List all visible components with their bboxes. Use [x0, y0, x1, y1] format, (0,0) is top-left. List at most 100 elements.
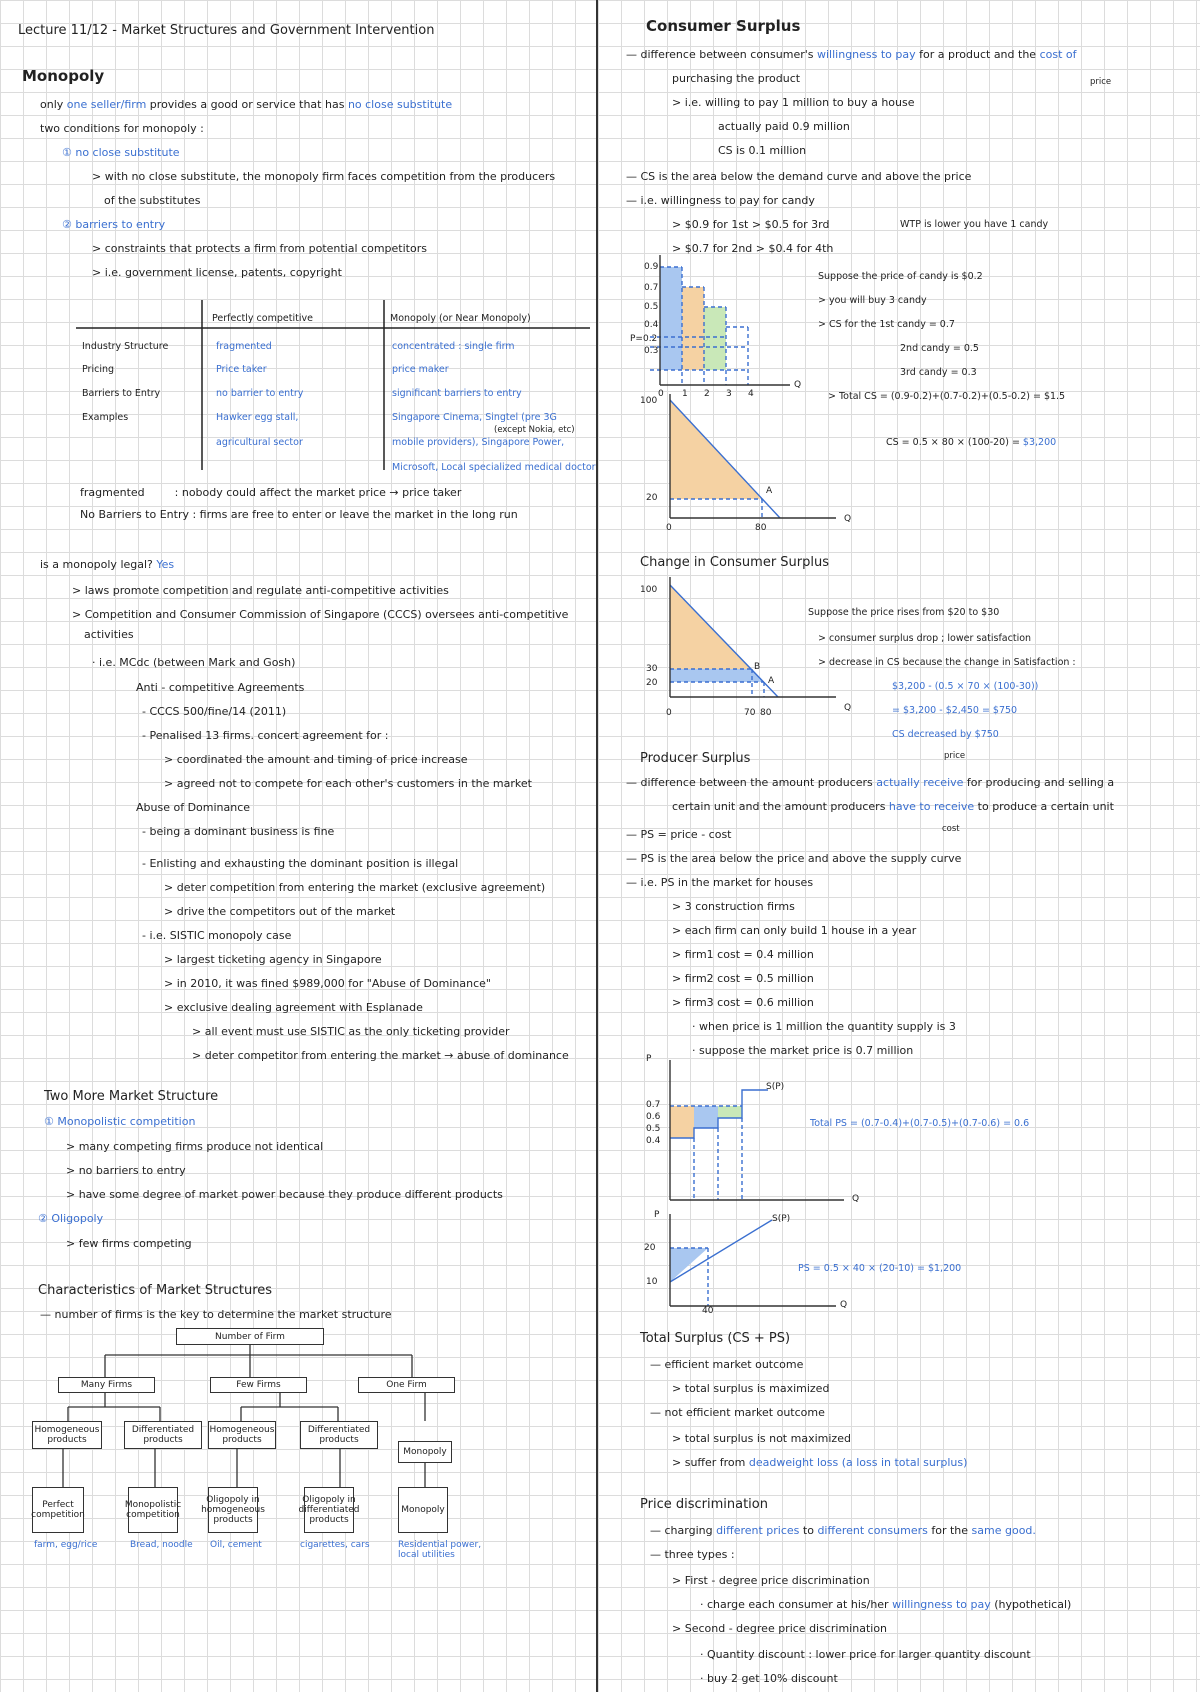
tree-root-box: Number of Firm	[176, 1328, 324, 1345]
ps-line: — difference between the amount producer…	[626, 776, 1115, 789]
legal-line: > drive the competitors out of the marke…	[164, 905, 396, 918]
legal-line: Abuse of Dominance	[136, 801, 251, 814]
legal-line: > agreed not to compete for each other's…	[164, 777, 532, 790]
ps-line: > each firm can only build 1 house in a …	[672, 924, 917, 937]
fragmented-note: fragmented: nobody could affect the mark…	[80, 486, 462, 499]
monopoly-heading: Monopoly	[22, 67, 105, 85]
cs-line: > $0.7 for 2nd > $0.4 for 4th	[672, 242, 834, 255]
column-divider	[596, 0, 598, 1692]
pd-line: — charging different prices to different…	[650, 1524, 1036, 1537]
ps-area	[670, 1248, 708, 1282]
two-more-line: > many competing firms produce not ident…	[66, 1140, 324, 1153]
monopoly-line: two conditions for monopoly :	[40, 122, 204, 135]
pd-line: — three types :	[650, 1548, 735, 1561]
tree-leaf-old: Oligopoly in differentiated products	[299, 1487, 360, 1533]
table-cell: Singapore Cinema, Singtel (pre 3G	[392, 412, 557, 423]
lin-x-tick: 0	[666, 523, 672, 533]
legal-line: - being a dominant business is fine	[142, 825, 335, 838]
ts-line: — not efficient market outcome	[650, 1406, 825, 1419]
page-title: Lecture 11/12 - Market Structures and Go…	[18, 23, 435, 38]
ps-step-1	[670, 1106, 694, 1138]
compare-table-lines	[76, 300, 590, 470]
table-cell: no barrier to entry	[216, 388, 304, 399]
ch-y-tick: 20	[646, 678, 658, 688]
cs-xtick: 1	[682, 389, 688, 399]
change-cs-note: > decrease in CS because the change in S…	[818, 657, 1076, 668]
ps-line: · suppose the market price is 0.7 millio…	[692, 1044, 914, 1057]
pd-line: · charge each consumer at his/her willin…	[700, 1598, 1072, 1611]
monopoly-line: of the substitutes	[104, 194, 201, 207]
legal-line: > largest ticketing agency in Singapore	[164, 953, 382, 966]
cs-line: actually paid 0.9 million	[718, 120, 850, 133]
change-cs-note: CS decreased by $750	[892, 729, 999, 740]
tree-leaf-mon: Monopoly	[398, 1487, 448, 1533]
cs-step-2	[682, 287, 704, 370]
fragmented-note: No Barriers to Entry : firms are free to…	[80, 508, 518, 521]
table-cell: Microsoft, Local specialized medical doc…	[392, 462, 596, 473]
change-cs-note: = $3,200 - $2,450 = $750	[892, 705, 1018, 716]
tree-leaf-moc: Monopolistic competition	[125, 1487, 181, 1533]
table-row-label: Pricing	[82, 364, 115, 375]
cs-line: — CS is the area below the demand curve …	[626, 170, 972, 183]
change-cs-chart	[669, 577, 836, 698]
change-cs-note: $3,200 - (0.5 × 70 × (100-30))	[892, 681, 1039, 692]
ps-line: — PS = price - cost	[626, 828, 732, 841]
ps-line: > firm1 cost = 0.4 million	[672, 948, 814, 961]
tree-box-dif2: Differentiated products	[300, 1421, 378, 1449]
two-more-line: ① Monopolistic competition	[44, 1115, 196, 1128]
cs-tick: 0.4	[644, 320, 659, 330]
two-more-line: > have some degree of market power becau…	[66, 1188, 503, 1201]
axis-label-q: Q	[844, 703, 852, 713]
table-cell: agricultural sector	[216, 437, 303, 448]
two-more-line: > few firms competing	[66, 1237, 192, 1250]
price-disc-heading: Price discrimination	[640, 1497, 768, 1512]
consumer-surplus-heading: Consumer Surplus	[646, 17, 801, 35]
ts-line: > suffer from deadweight loss (a loss in…	[672, 1456, 968, 1469]
ps-note: Total PS = (0.7-0.4)+(0.7-0.5)+(0.7-0.6)…	[810, 1118, 1030, 1129]
table-row-label: Examples	[82, 412, 129, 423]
ps2-x-tick: 40	[702, 1306, 714, 1316]
cs-xtick: 2	[704, 389, 710, 399]
tree-example: cigarettes, cars	[300, 1540, 370, 1550]
cs-tick: P=0.2	[630, 334, 658, 344]
pd-line: · Quantity discount : lower price for la…	[700, 1648, 1031, 1661]
ps-line: > firm2 cost = 0.5 million	[672, 972, 814, 985]
ts-line: > total surplus is maximized	[672, 1382, 830, 1395]
ch-y-tick: 30	[646, 664, 658, 674]
pd-line: · buy 2 get 10% discount	[700, 1672, 838, 1685]
axis-label-q: Q	[844, 514, 852, 524]
tree-box-monopoly: Monopoly	[398, 1441, 452, 1463]
ps-line: certain unit and the amount producers ha…	[672, 800, 1114, 813]
ps-y-tick: 0.5	[646, 1124, 661, 1134]
ps2-y-tick: 10	[646, 1277, 658, 1287]
ch-x-tick: 80	[760, 708, 772, 718]
ps-line: · when price is 1 million the quantity s…	[692, 1020, 956, 1033]
supply-curve	[669, 1219, 773, 1283]
ps-step-chart	[669, 1060, 844, 1201]
tree-box-many: Many Firms	[58, 1377, 155, 1393]
ps-step-3	[718, 1106, 742, 1118]
lin-x-tick: 80	[755, 523, 767, 533]
ps-line: — i.e. PS in the market for houses	[626, 876, 814, 889]
tree-box-one: One Firm	[358, 1377, 455, 1393]
monopoly-line: only one seller/firm provides a good or …	[40, 98, 453, 111]
characteristics-heading: Characteristics of Market Structures	[38, 1283, 273, 1298]
legal-question: is a monopoly legal? Yes	[40, 558, 175, 571]
legal-line: > deter competition from entering the ma…	[164, 881, 546, 894]
cs-note: > Total CS = (0.9-0.2)+(0.7-0.2)+(0.5-0.…	[828, 391, 1066, 402]
cs-xtick: 4	[748, 389, 754, 399]
ps-linear-chart	[669, 1214, 836, 1307]
change-cs-heading: Change in Consumer Surplus	[640, 555, 830, 570]
legal-line: · i.e. MCdc (between Mark and Gosh)	[92, 656, 296, 669]
legal-line: - Penalised 13 firms. concert agreement …	[142, 729, 389, 742]
monopoly-line: > with no close substitute, the monopoly…	[92, 170, 556, 183]
right-column: Consumer Surplus — difference between co…	[600, 0, 1200, 1692]
ts-line: > total surplus is not maximized	[672, 1432, 851, 1445]
pd-line: > First - degree price discrimination	[672, 1574, 870, 1587]
cs-linear-chart	[669, 394, 836, 519]
table-note: (except Nokia, etc)	[494, 425, 575, 435]
axis-label-p: P	[654, 1210, 660, 1220]
cs-line: purchasing the product	[672, 72, 801, 85]
tree-box-dif1: Differentiated products	[124, 1421, 202, 1449]
tree-example: Oil, cement	[210, 1540, 262, 1550]
